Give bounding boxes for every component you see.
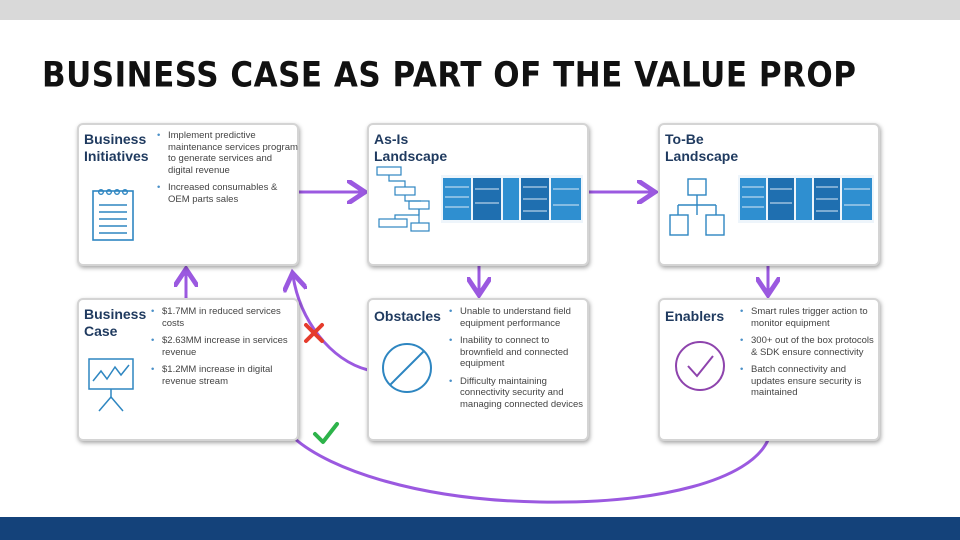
box-business-case: Business Case $1.7MM in reduced services… (77, 298, 299, 441)
enablers-title: Enablers (665, 308, 725, 324)
list-item: Increased consumables & OEM parts sales (157, 182, 299, 205)
flowchart-icon (376, 166, 430, 232)
architecture-diagram (738, 175, 874, 223)
list-item: Inability to connect to brownfield and c… (449, 335, 591, 370)
architecture-diagram (441, 175, 583, 223)
list-item: Implement predictive maintenance service… (157, 130, 299, 176)
list-item: $1.7MM in reduced services costs (151, 306, 299, 329)
tobe-title: To-Be Landscape (665, 131, 739, 164)
asis-title: As-Is Landscape (374, 131, 448, 164)
list-item: $2.63MM increase in services revenue (151, 335, 299, 358)
list-item: Unable to understand field equipment per… (449, 306, 591, 329)
obstacles-title: Obstacles (374, 308, 441, 324)
red-cross-icon (304, 323, 324, 343)
case-bullets: $1.7MM in reduced services costs $2.63MM… (151, 306, 299, 393)
curve-case-to-enablers (293, 436, 770, 504)
box-obstacles: Obstacles Unable to understand field equ… (367, 298, 589, 441)
top-bar (0, 0, 960, 20)
slide-title: BUSINESS CASE AS PART OF THE VALUE PROP (42, 55, 857, 96)
list-item: 300+ out of the box protocols & SDK ensu… (740, 335, 880, 358)
box-to-be-landscape: To-Be Landscape (658, 123, 880, 266)
list-item: $1.2MM increase in digital revenue strea… (151, 364, 299, 387)
initiatives-title: Business Initiatives (84, 131, 149, 164)
green-check-icon (313, 422, 339, 444)
box-business-initiatives: Business Initiatives Implement predictiv… (77, 123, 299, 266)
hierarchy-icon (669, 178, 725, 236)
checkmark-circle-icon (675, 341, 725, 391)
enablers-bullets: Smart rules trigger action to monitor eq… (740, 306, 880, 405)
box-enablers: Enablers Smart rules trigger action to m… (658, 298, 880, 441)
prohibited-icon (382, 343, 432, 393)
document-icon (92, 189, 134, 241)
initiatives-bullets: Implement predictive maintenance service… (157, 130, 299, 211)
obstacles-bullets: Unable to understand field equipment per… (449, 306, 591, 416)
bottom-bar (0, 517, 960, 540)
list-item: Difficulty maintaining connectivity secu… (449, 376, 591, 411)
box-as-is-landscape: As-Is Landscape (367, 123, 589, 266)
list-item: Smart rules trigger action to monitor eq… (740, 306, 880, 329)
list-item: Batch connectivity and updates ensure se… (740, 364, 880, 399)
case-title: Business Case (84, 306, 147, 339)
presentation-chart-icon (88, 358, 134, 412)
